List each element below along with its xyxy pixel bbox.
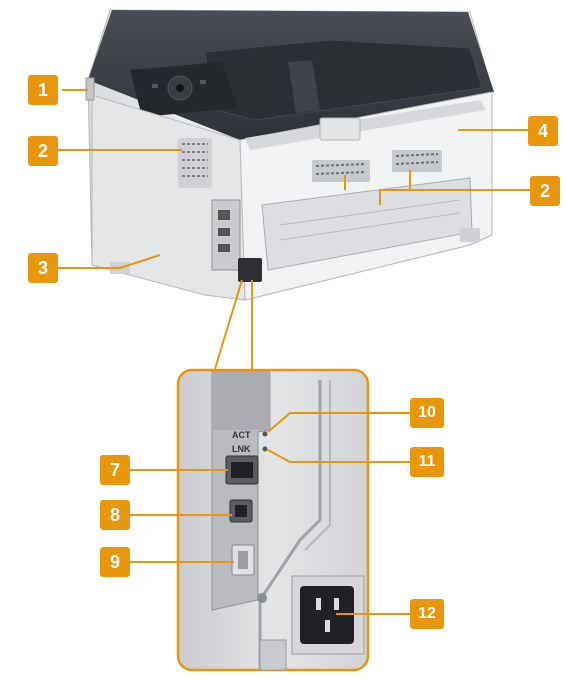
- leader-11: [267, 449, 410, 463]
- leader-lines: [58, 89, 530, 615]
- lnk-indicator: [262, 446, 268, 452]
- left-side-vent: [178, 138, 212, 188]
- callout-10: 10: [410, 398, 444, 428]
- lnk-label: LNK: [232, 444, 251, 454]
- leader-10: [267, 412, 410, 433]
- callout-2: 2: [28, 136, 58, 166]
- printer-body: [85, 9, 494, 301]
- port-closeup-inset: ACT LNK: [176, 368, 370, 672]
- lan-port: [225, 455, 259, 485]
- act-label: ACT: [232, 430, 251, 440]
- callout-3: 3: [28, 253, 58, 283]
- callout-11: 11: [410, 447, 444, 477]
- callout-12: 12: [410, 599, 444, 629]
- rear-handle: [319, 117, 361, 141]
- inset-connector-left: [213, 279, 243, 373]
- act-indicator: [262, 431, 268, 437]
- callout-7: 7: [100, 455, 130, 485]
- usb-port: [229, 499, 253, 523]
- callout-1: 1: [28, 75, 58, 105]
- leader-3: [58, 254, 161, 269]
- leader-2b-branch-2: [379, 189, 410, 205]
- usb-memory-port: [231, 544, 255, 576]
- callout-8: 8: [100, 500, 130, 530]
- callout-2-rear: 2: [530, 176, 560, 206]
- callout-4: 4: [528, 116, 558, 146]
- callout-9: 9: [100, 547, 130, 577]
- rear-vents: [312, 150, 442, 182]
